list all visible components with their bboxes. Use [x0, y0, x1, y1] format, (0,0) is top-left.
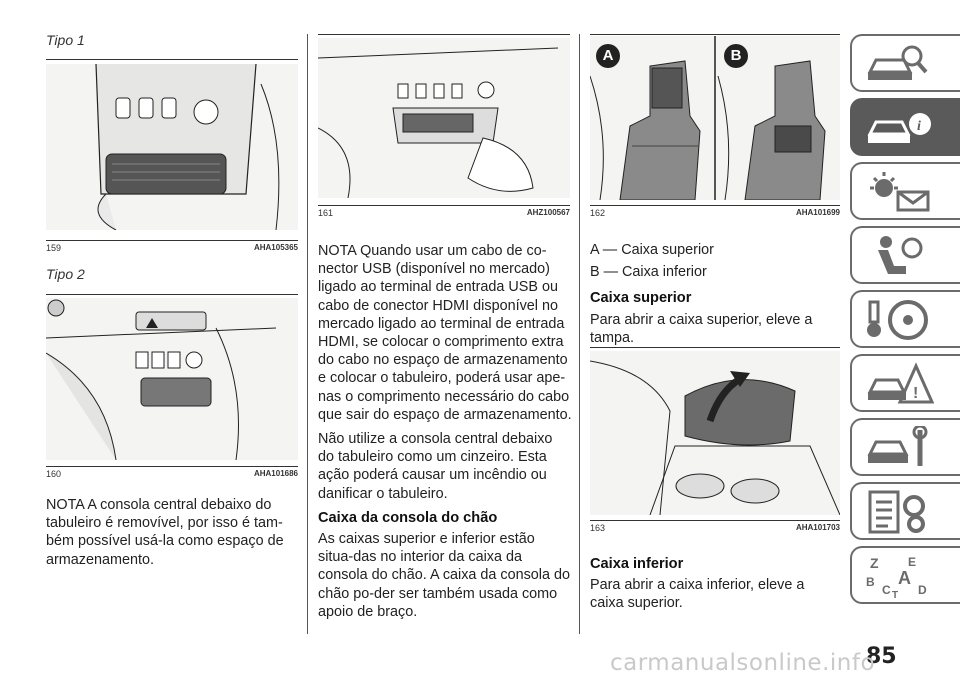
- figure-caption-160: 160 AHA101686: [46, 469, 298, 479]
- heading-lower-box: Caixa inferior: [590, 556, 684, 572]
- svg-text:!: !: [913, 385, 918, 402]
- figure-code: AHA101699: [795, 208, 840, 217]
- seat-airbag-icon: [878, 236, 923, 274]
- watermark: carmanualsonline.info: [610, 650, 876, 676]
- tab-safety[interactable]: [850, 226, 960, 284]
- column-divider: [579, 34, 580, 634]
- figure-161-tray-storage: [318, 38, 570, 198]
- key-steering-wheel-icon: [867, 300, 928, 340]
- tab-car-search[interactable]: [850, 34, 960, 92]
- svg-text:i: i: [917, 119, 921, 134]
- divider: [590, 34, 840, 35]
- col3-text-top: A — Caixa superior B — Caixa inferior Ca…: [590, 241, 840, 353]
- divider: [590, 347, 840, 348]
- svg-text:T: T: [892, 590, 898, 598]
- legend-a: A — Caixa superior: [590, 242, 714, 258]
- note-usb-hdmi: NOTA Quando usar um cabo de co-nector US…: [318, 243, 572, 423]
- divider: [46, 294, 298, 295]
- callout-b: B: [724, 44, 748, 68]
- lower-box-text: Para abrir a caixa inferior, eleve a cai…: [590, 577, 805, 612]
- upper-box-text: Para abrir a caixa superior, eleve a tam…: [590, 311, 813, 346]
- column-divider: [307, 34, 308, 634]
- svg-text:C: C: [882, 583, 891, 597]
- figure-number: 160: [46, 469, 62, 479]
- figure-number: 159: [46, 243, 62, 253]
- figure-number: 161: [318, 208, 334, 218]
- figure-162-console-boxes: A B: [590, 36, 840, 200]
- figure-caption-162: 162 AHA101699: [590, 208, 840, 218]
- figure-caption-161: 161 AHZ100567: [318, 208, 570, 218]
- svg-text:D: D: [918, 583, 927, 597]
- figure-code: AHZ100567: [526, 208, 570, 217]
- col3-text-bottom: Caixa inferior Para abrir a caixa inferi…: [590, 555, 840, 619]
- divider: [318, 34, 570, 35]
- tab-driving[interactable]: [850, 290, 960, 348]
- divider: [318, 205, 570, 206]
- divider: [46, 59, 298, 60]
- heading-upper-box: Caixa superior: [590, 290, 692, 307]
- figure-number: 163: [590, 523, 606, 533]
- figure-160-console-tipo2: [46, 298, 298, 460]
- car-info-icon: i: [867, 113, 931, 143]
- alphabet-index-icon: Z E A B C T D: [866, 555, 927, 598]
- figure-caption-159: 159 AHA105365: [46, 243, 298, 253]
- svg-text:A: A: [898, 568, 911, 588]
- tipo2-label: Tipo 2: [46, 266, 85, 282]
- figure-code: AHA105365: [253, 243, 298, 252]
- svg-text:B: B: [866, 575, 875, 589]
- tab-emergency[interactable]: !: [850, 354, 960, 412]
- tab-warning-lights[interactable]: [850, 162, 960, 220]
- divider: [46, 466, 298, 467]
- tab-technical-data[interactable]: [850, 482, 960, 540]
- figure-159-console-tipo1: [46, 64, 298, 230]
- col2-text: NOTA Quando usar um cabo de co-nector US…: [318, 242, 572, 627]
- floor-console-description: As caixas superior e inferior estão situ…: [318, 531, 571, 620]
- note-console-removable: NOTA A consola central debaixo do tabule…: [46, 497, 284, 568]
- divider: [46, 240, 298, 241]
- car-warning-triangle-icon: !: [867, 362, 934, 404]
- figure-caption-163: 163 AHA101703: [590, 523, 840, 533]
- warning-light-mail-icon: [870, 172, 930, 212]
- figure-number: 162: [590, 208, 606, 218]
- callout-a: A: [596, 44, 620, 68]
- heading-floor-console: Caixa da consola do chão: [318, 509, 498, 526]
- tab-car-info[interactable]: i: [850, 98, 960, 156]
- divider: [590, 520, 840, 521]
- legend-b: B — Caixa inferior: [590, 264, 707, 281]
- tab-alphabetical-index[interactable]: Z E A B C T D: [850, 546, 960, 604]
- figure-code: AHA101686: [253, 469, 298, 478]
- tab-maintenance[interactable]: [850, 418, 960, 476]
- tipo1-label: Tipo 1: [46, 32, 85, 48]
- svg-text:E: E: [908, 555, 916, 569]
- car-search-icon: [867, 45, 928, 80]
- car-wrench-icon: [867, 426, 928, 466]
- figure-163-upper-box-open: [590, 351, 840, 515]
- warning-ashtray: Não utilize a consola central debaixo do…: [318, 431, 553, 502]
- svg-text:Z: Z: [870, 555, 879, 571]
- page-number: 85: [866, 644, 897, 669]
- checklist-gears-icon: [868, 490, 925, 534]
- divider: [590, 205, 840, 206]
- figure-code: AHA101703: [795, 523, 840, 532]
